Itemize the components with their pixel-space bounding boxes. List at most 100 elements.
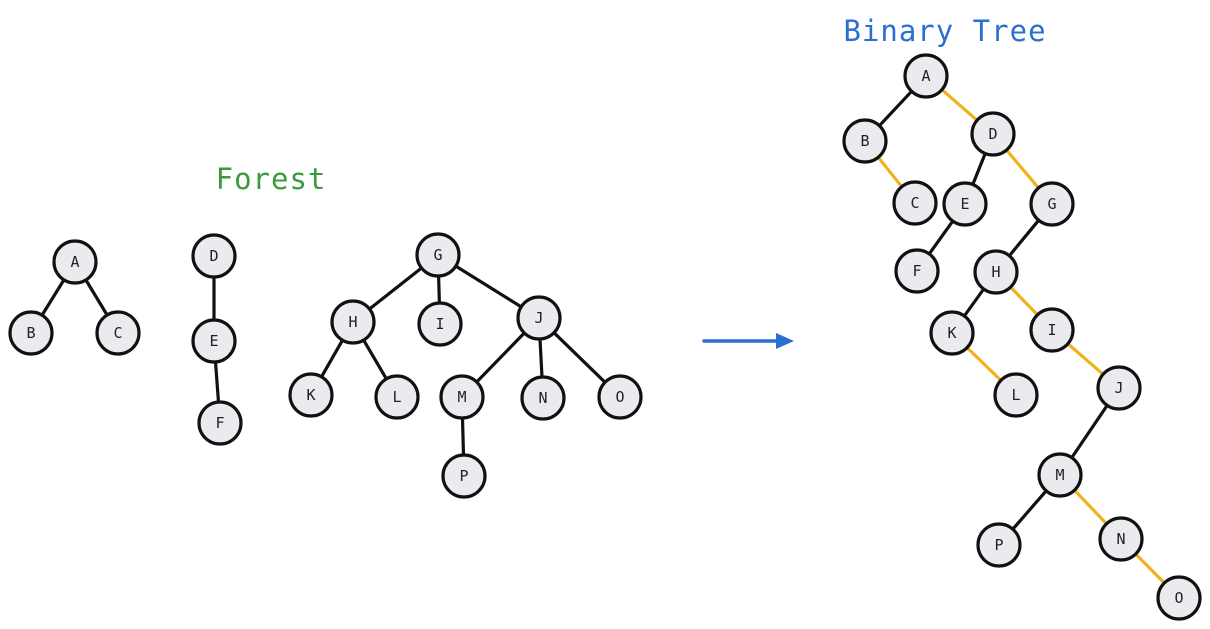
binary-tree-edges — [876, 88, 1166, 585]
binary-node-circle — [970, 111, 1016, 157]
binary-node-circle — [1096, 365, 1142, 411]
binary-edge-b-c — [876, 155, 904, 189]
binary-node-c: C — [892, 180, 938, 226]
forest-edge-g-h — [367, 266, 424, 311]
binary-node-label: E — [960, 195, 969, 213]
binary-node-a: A — [903, 53, 949, 99]
forest-node-h: H — [330, 299, 376, 345]
forest-edge-g-j — [454, 264, 523, 309]
binary-node-circle — [942, 181, 988, 227]
forest-node-g: G — [415, 232, 461, 278]
forest-node-label: B — [26, 324, 35, 342]
forest-edge-j-o — [552, 331, 607, 384]
forest-node-circle — [197, 400, 243, 446]
binary-node-circle — [976, 522, 1022, 568]
forest-node-m: M — [439, 374, 485, 420]
forest-edge-m-p — [460, 416, 466, 457]
binary-node-i: I — [1029, 307, 1075, 353]
binary-node-circle — [973, 249, 1019, 295]
forest-edge-a-b — [40, 278, 66, 317]
forest-node-circle — [191, 233, 237, 279]
binary-node-circle — [993, 372, 1039, 418]
forest-node-circle — [288, 372, 334, 418]
forest-node-circle — [439, 374, 485, 420]
forest-node-circle — [597, 374, 643, 420]
forest-edge-a-c — [84, 278, 109, 317]
forest-node-label: C — [113, 324, 122, 342]
forest-node-circle — [330, 299, 376, 345]
forest-nodes: A B C D E F G H I J K L M N O P — [8, 232, 643, 499]
binary-node-label: M — [1055, 466, 1064, 484]
forest-node-label: K — [306, 386, 315, 404]
binary-node-label: J — [1114, 379, 1123, 397]
binary-node-label: O — [1174, 589, 1183, 607]
binary-node-b: B — [842, 118, 888, 164]
transform-arrow-head — [776, 333, 794, 349]
forest-node-a: A — [52, 239, 98, 285]
forest-node-circle — [516, 295, 562, 341]
forest-node-label: M — [457, 388, 466, 406]
binary-tree-title: Binary Tree — [843, 14, 1046, 48]
forest-node-c: C — [95, 310, 141, 356]
forest-node-label: G — [433, 246, 442, 264]
forest-node-circle — [95, 310, 141, 356]
binary-edge-g-h — [1007, 218, 1041, 258]
binary-node-j: J — [1096, 365, 1142, 411]
binary-node-circle — [1037, 452, 1083, 498]
binary-node-k: K — [929, 310, 975, 356]
forest-node-j: J — [516, 295, 562, 341]
forest-node-label: I — [435, 315, 444, 333]
forest-node-circle — [415, 232, 461, 278]
binary-node-label: H — [991, 263, 1000, 281]
binary-edge-d-g — [1004, 148, 1041, 190]
binary-node-label: A — [921, 67, 930, 85]
binary-edge-h-k — [962, 287, 986, 318]
binary-node-p: P — [976, 522, 1022, 568]
binary-node-label: D — [988, 125, 997, 143]
forest-node-label: O — [615, 388, 624, 406]
forest-edge-e-f — [213, 360, 221, 404]
binary-node-l: L — [993, 372, 1039, 418]
forest-node-p: P — [441, 453, 487, 499]
forest-edge-h-l — [362, 338, 388, 381]
forest-node-label: F — [215, 414, 224, 432]
binary-edge-d-e — [971, 151, 987, 187]
forest-edge-j-m — [475, 331, 526, 384]
binary-edge-a-b — [877, 89, 914, 128]
binary-edge-a-d — [940, 88, 979, 122]
binary-node-circle — [1156, 575, 1202, 621]
forest-node-label: D — [209, 247, 218, 265]
forest-node-i: I — [417, 301, 463, 347]
forest-node-label: H — [348, 313, 357, 331]
binary-node-circle — [894, 248, 940, 294]
forest-node-circle — [417, 301, 463, 347]
binary-node-circle — [1098, 516, 1144, 562]
forest-node-circle — [8, 310, 54, 356]
forest-node-e: E — [191, 318, 237, 364]
forest-node-f: F — [197, 400, 243, 446]
binary-node-circle — [1029, 307, 1075, 353]
forest-node-circle — [191, 318, 237, 364]
forest-title: Forest — [216, 162, 327, 196]
binary-node-circle — [892, 180, 938, 226]
binary-node-label: C — [910, 194, 919, 212]
forest-node-label: N — [538, 389, 547, 407]
binary-edge-m-n — [1072, 488, 1109, 526]
forest-node-o: O — [597, 374, 643, 420]
binary-edge-k-l — [965, 346, 1003, 382]
binary-edge-i-j — [1066, 342, 1105, 376]
forest-node-label: E — [209, 332, 218, 350]
forest-node-circle — [374, 374, 420, 420]
forest-node-label: L — [392, 388, 401, 406]
forest-node-circle — [441, 453, 487, 499]
forest-node-label: J — [534, 309, 543, 327]
binary-node-e: E — [942, 181, 988, 227]
binary-node-f: F — [894, 248, 940, 294]
forest-node-circle — [52, 239, 98, 285]
forest-edge-g-i — [437, 274, 441, 305]
binary-node-g: G — [1029, 181, 1075, 227]
forest-edge-h-k — [319, 338, 345, 379]
binary-node-label: K — [947, 324, 956, 342]
